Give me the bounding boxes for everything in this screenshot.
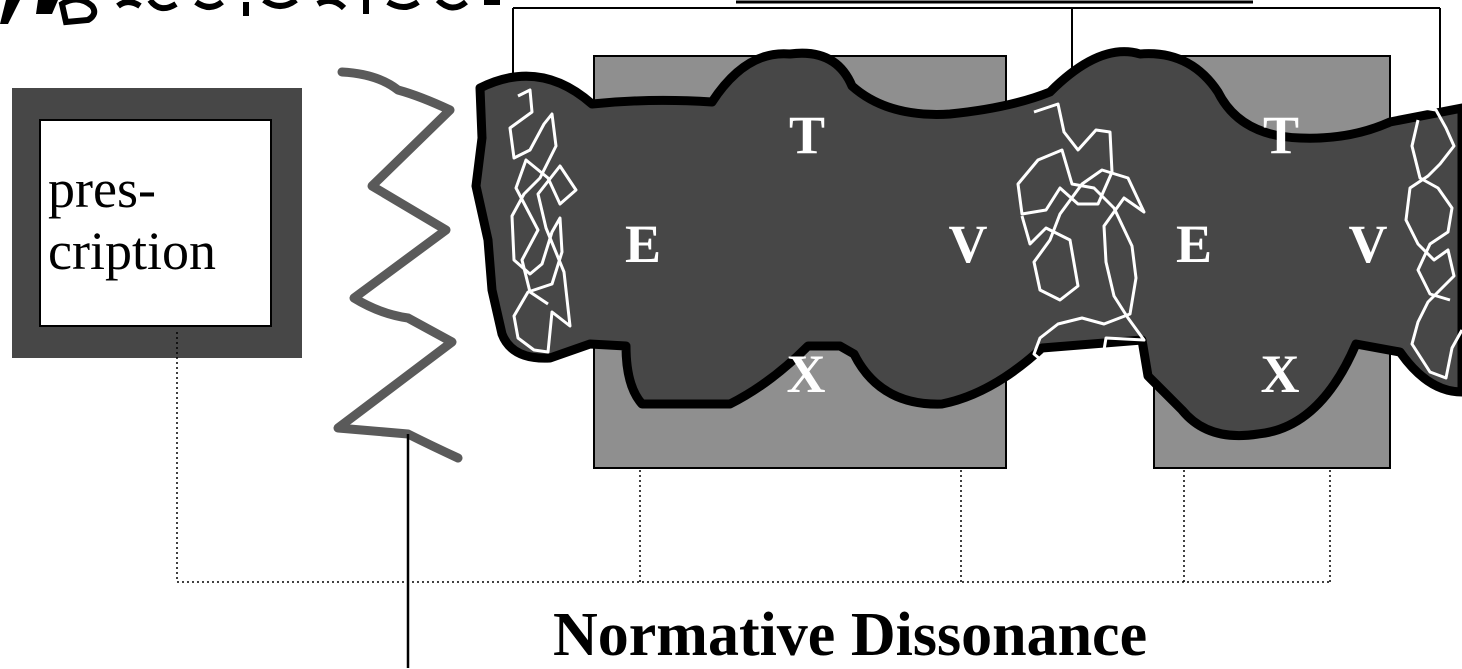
white-scribble-left	[508, 88, 578, 354]
segment-1-left-letter: E	[625, 214, 661, 274]
segment-2-letters: T E V X	[1176, 105, 1388, 404]
segment-1-letters: T E V X	[625, 105, 988, 404]
prescription-line-2: cription	[48, 221, 216, 281]
white-scribble-middle	[1016, 102, 1146, 376]
white-scribble-right	[1404, 106, 1462, 380]
segment-2-left-letter: E	[1176, 214, 1212, 274]
segment-1-bottom-letter: X	[787, 344, 826, 404]
segment-2-bottom-letter: X	[1261, 344, 1300, 404]
segment-1-right-letter: V	[949, 214, 988, 274]
diagram-caption: Normative Dissonance	[553, 601, 1148, 669]
segment-1-top-letter: T	[789, 105, 825, 165]
cropped-title-fragment	[0, 0, 500, 26]
segment-2-right-letter: V	[1349, 214, 1388, 274]
dotted-connector-bracket	[176, 332, 1331, 583]
dark-blob	[471, 47, 1462, 441]
white-scribble-group	[508, 88, 1462, 380]
segment-2-top-letter: T	[1263, 105, 1299, 165]
prescription-label: pres- cription	[48, 158, 216, 282]
prescription-line-1: pres-	[48, 159, 156, 219]
top-bracket	[512, 0, 1441, 140]
prescription-frame	[12, 88, 302, 358]
zigzag-line	[333, 67, 463, 463]
